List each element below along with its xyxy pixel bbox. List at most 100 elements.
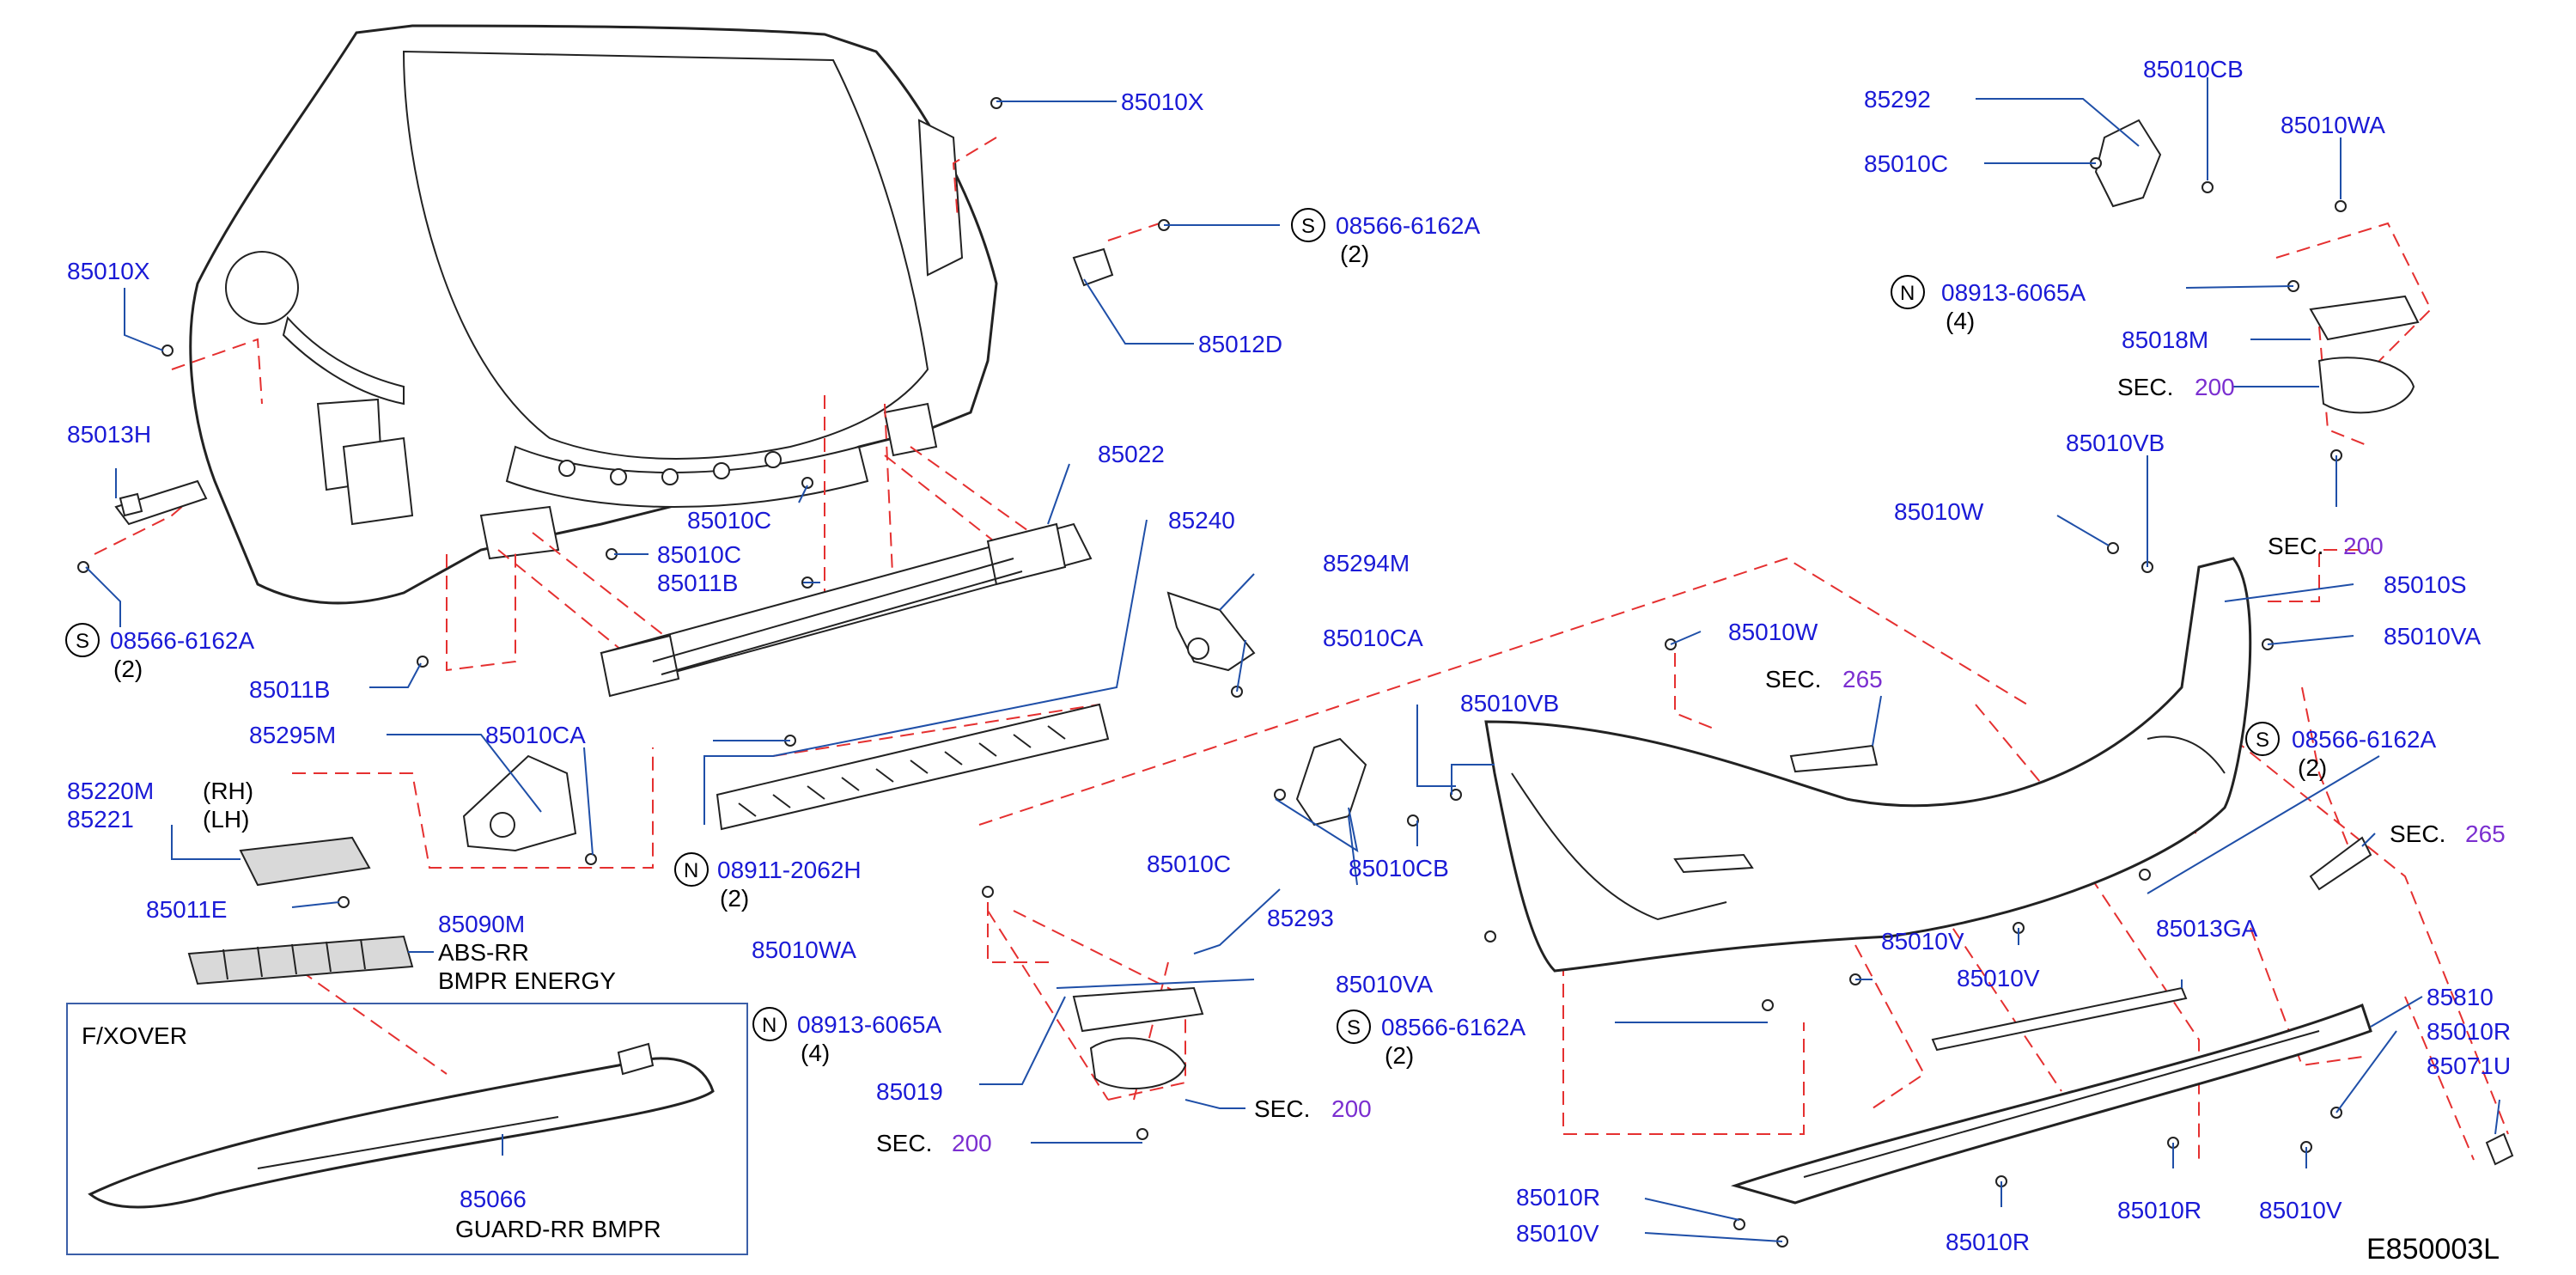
label-85010W: 85010W <box>1894 498 1984 525</box>
label-sec-number: 200 <box>1331 1095 1372 1122</box>
circle-n-1: N <box>684 859 698 882</box>
part-garnish-85292 <box>2094 119 2162 208</box>
part-clip-85071U <box>2485 1132 2514 1166</box>
label-85010WA: 85010WA <box>752 936 856 963</box>
label-85240: 85240 <box>1168 507 1235 534</box>
label-85010C: 85010C <box>687 507 771 534</box>
circle-s-2: S <box>76 630 89 653</box>
label-08566-6162A: 08566-6162A <box>1381 1014 1526 1040</box>
label-sec: SEC. <box>2268 533 2323 559</box>
part-reflector-left-sec265 <box>1789 744 1879 773</box>
label-sec: SEC. <box>1254 1095 1310 1122</box>
circle-s-3: S <box>1347 1016 1361 1040</box>
label-85010R: 85010R <box>1516 1184 1600 1211</box>
label-85019: 85019 <box>876 1078 943 1105</box>
label-qty: (4) <box>801 1040 830 1066</box>
label-85010W: 85010W <box>1728 619 1818 645</box>
label-85294M: 85294M <box>1323 550 1410 576</box>
label-sec: SEC. <box>876 1130 932 1156</box>
circle-n-3: N <box>1900 282 1915 305</box>
label-08566-6162A: 08566-6162A <box>1336 212 1480 239</box>
label-sec-number: 265 <box>2465 821 2506 847</box>
label-08913-6065A: 08913-6065A <box>1941 279 2086 306</box>
label-85012D: 85012D <box>1198 331 1282 357</box>
label-85010V: 85010V <box>2259 1197 2342 1223</box>
inset-title: F/XOVER <box>82 1022 187 1049</box>
part-reflector-right-sec265 <box>2309 836 2372 891</box>
label-85293: 85293 <box>1267 905 1334 931</box>
label-qty: (2) <box>2298 754 2327 781</box>
label-85010R: 85010R <box>2427 1018 2511 1045</box>
leader-lines <box>85 77 2500 1242</box>
label-85292: 85292 <box>1864 86 1931 113</box>
label-85090M: 85090M <box>438 911 525 937</box>
label-sec-number: 265 <box>1842 666 1883 692</box>
label-85010CA: 85010CA <box>1323 625 1423 651</box>
circle-n-2: N <box>762 1014 776 1037</box>
label-85010CB: 85010CB <box>1349 855 1449 882</box>
label-85010V: 85010V <box>1957 965 2040 991</box>
label-85010R: 85010R <box>1946 1229 2030 1255</box>
part-strip-85013GA <box>1931 986 2188 1052</box>
part-bracket-85018M <box>2309 295 2420 341</box>
part-bracket-85295M <box>462 754 577 852</box>
label-85010C: 85010C <box>1864 150 1948 177</box>
label-85810: 85810 <box>2427 984 2494 1010</box>
label-sec-number: 200 <box>952 1130 992 1156</box>
label-85010S: 85010S <box>2384 571 2467 598</box>
label-85010R: 85010R <box>2117 1197 2201 1223</box>
label-85022: 85022 <box>1098 441 1165 467</box>
part-labels: 85010X 08566-6162A (2) 85012D 85010X 850… <box>67 56 2511 1255</box>
part-pad-85220M <box>239 836 371 887</box>
label-85010CB: 85010CB <box>2143 56 2244 82</box>
part-bracket-85294M <box>1166 591 1256 672</box>
label-guard-rr-bmpr: GUARD-RR BMPR <box>455 1216 661 1242</box>
label-85220M: 85220M <box>67 778 154 804</box>
fxover-inset: F/XOVER <box>66 1003 748 1255</box>
label-85071U: 85071U <box>2427 1052 2511 1079</box>
label-85010CA: 85010CA <box>485 722 586 748</box>
part-bracket-85012D <box>1072 247 1114 287</box>
label-qty: (2) <box>113 656 143 682</box>
label-sec: SEC. <box>2390 821 2445 847</box>
label-85010VB: 85010VB <box>1460 690 1559 717</box>
label-85010X: 85010X <box>1121 88 1204 115</box>
circle-symbols: S S N N S N S <box>65 208 2280 1044</box>
label-qty: (4) <box>1946 308 1975 334</box>
part-bracket-85013H <box>114 479 208 526</box>
label-qty: (2) <box>1340 241 1369 267</box>
drawing-code: E850003L <box>2366 1233 2500 1266</box>
part-diffuser-85810 <box>1730 1004 2372 1205</box>
part-energy-absorber-85022 <box>600 522 1093 698</box>
circle-s-1: S <box>1301 215 1315 238</box>
label-85010X: 85010X <box>67 258 150 284</box>
label-08566-6162A: 08566-6162A <box>2292 726 2436 753</box>
label-85010V: 85010V <box>1881 928 1964 955</box>
part-bracket-85293 <box>1295 737 1367 827</box>
label-sec: SEC. <box>1765 666 1821 692</box>
part-exhaust-finisher-85019 <box>1072 986 1204 1089</box>
label-85010VA: 85010VA <box>2384 623 2481 650</box>
part-abs-energy-85090M <box>187 935 414 985</box>
label-85010VB: 85010VB <box>2066 430 2165 456</box>
label-85018M: 85018M <box>2122 326 2208 353</box>
label-85010VA: 85010VA <box>1336 971 1433 997</box>
label-85011B: 85011B <box>249 676 330 703</box>
label-lh: (LH) <box>203 806 249 833</box>
label-bmpr-energy: BMPR ENERGY <box>438 967 616 994</box>
label-85010C: 85010C <box>657 541 741 568</box>
label-85010V: 85010V <box>1516 1220 1599 1247</box>
label-abs-rr: ABS-RR <box>438 939 529 966</box>
label-85010WA: 85010WA <box>2281 112 2385 138</box>
label-qty: (2) <box>720 885 749 912</box>
label-85295M: 85295M <box>249 722 336 748</box>
label-85011B: 85011B <box>657 570 738 596</box>
label-85013GA: 85013GA <box>2156 915 2258 942</box>
part-exhaust-tip-sec200 <box>2317 357 2415 414</box>
label-85221: 85221 <box>67 806 134 833</box>
circle-s-4: S <box>2256 729 2269 752</box>
vehicle-rear-body <box>189 24 998 605</box>
label-08566-6162A: 08566-6162A <box>110 627 254 654</box>
label-85010C: 85010C <box>1147 851 1231 877</box>
